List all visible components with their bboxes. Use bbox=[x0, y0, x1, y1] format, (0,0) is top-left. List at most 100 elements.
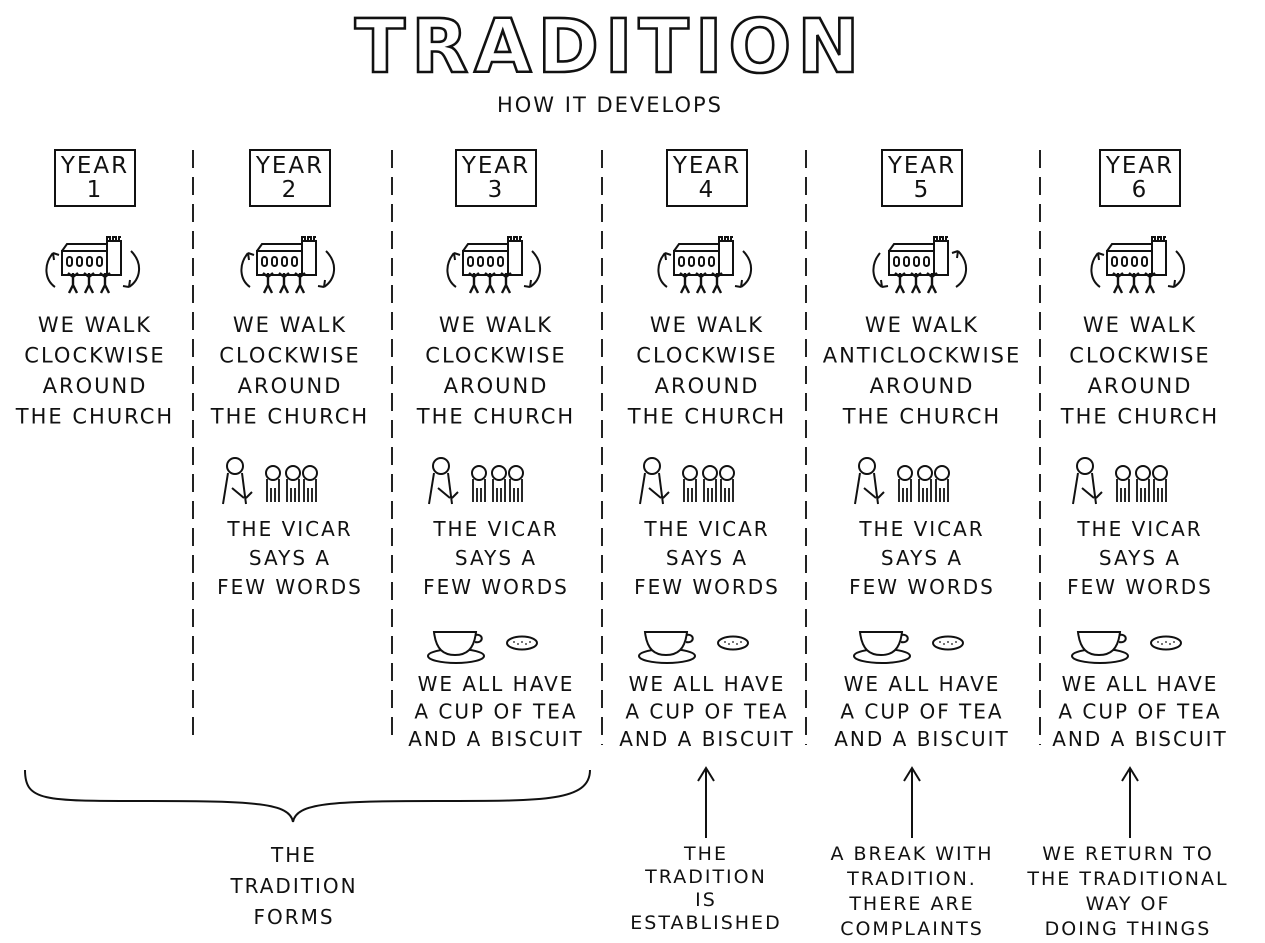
year-label-line: 1 bbox=[87, 177, 104, 203]
vicar-text-line: FEW WORDS bbox=[1067, 575, 1213, 599]
year-label-line: 5 bbox=[914, 177, 931, 203]
arrow-year-4 bbox=[698, 768, 714, 838]
annotations: THETRADITIONFORMSTHETRADITIONISESTABLISH… bbox=[25, 768, 1229, 940]
walk-text-line: THE CHURCH bbox=[1060, 405, 1219, 429]
walk-text-line: AROUND bbox=[870, 374, 975, 398]
tea-text-line: A CUP OF TEA bbox=[1058, 700, 1221, 724]
walk-text-line: CLOCKWISE bbox=[219, 344, 360, 368]
tea-text-line: A CUP OF TEA bbox=[414, 700, 577, 724]
vicar-text-line: SAYS A bbox=[881, 546, 963, 570]
year-column-3: YEAR3WE WALKCLOCKWISEAROUNDTHE CHURCHTHE… bbox=[408, 150, 583, 751]
walk-text-line: AROUND bbox=[1088, 374, 1193, 398]
column-dividers bbox=[193, 150, 1040, 745]
year-label-line: YEAR bbox=[672, 153, 741, 179]
vicar-text-line: FEW WORDS bbox=[849, 575, 995, 599]
walk-text-line: AROUND bbox=[238, 374, 343, 398]
vicar-text-line: THE VICAR bbox=[1076, 517, 1202, 541]
tea-text-line: AND A BISCUIT bbox=[834, 727, 1009, 751]
arrow-year-6 bbox=[1122, 768, 1138, 838]
tea-text: WE ALL HAVEA CUP OF TEAAND A BISCUIT bbox=[619, 672, 794, 751]
walk-text-line: WE WALK bbox=[865, 313, 979, 337]
vicar-text-line: SAYS A bbox=[666, 546, 748, 570]
annotation-break-line: TRADITION. bbox=[846, 868, 977, 890]
vicar-congregation-icon bbox=[640, 458, 734, 504]
vicar-text-line: THE VICAR bbox=[432, 517, 558, 541]
year-label-line: YEAR bbox=[60, 153, 129, 179]
walk-text-line: THE CHURCH bbox=[210, 405, 369, 429]
annotation-break-line: COMPLAINTS bbox=[840, 918, 984, 940]
walk-text-line: CLOCKWISE bbox=[425, 344, 566, 368]
tea-text-line: WE ALL HAVE bbox=[629, 672, 786, 696]
tea-biscuit-icon bbox=[428, 632, 537, 663]
tea-biscuit-icon bbox=[854, 632, 963, 663]
year-columns: YEAR1WE WALKCLOCKWISEAROUNDTHE CHURCHYEA… bbox=[15, 150, 1228, 751]
vicar-text-line: SAYS A bbox=[1099, 546, 1181, 570]
annotation-return-line: DOING THINGS bbox=[1045, 918, 1212, 940]
vicar-text-line: THE VICAR bbox=[858, 517, 984, 541]
annotation-forms: THETRADITIONFORMS bbox=[229, 843, 357, 929]
church-procession-icon bbox=[1091, 237, 1184, 293]
walk-text-line: WE WALK bbox=[233, 313, 347, 337]
brace-years-1-3 bbox=[25, 770, 590, 822]
walk-text-line: WE WALK bbox=[1083, 313, 1197, 337]
walk-text-line: AROUND bbox=[43, 374, 148, 398]
year-label-line: 2 bbox=[282, 177, 299, 203]
tea-text: WE ALL HAVE A CUP OF TEA AND A BISCUIT bbox=[1052, 672, 1227, 751]
vicar-text-line: SAYS A bbox=[455, 546, 537, 570]
church-procession-icon bbox=[447, 237, 540, 293]
walk-text-line: AROUND bbox=[444, 374, 549, 398]
year-label-line: YEAR bbox=[887, 153, 956, 179]
tea-text-line: WE ALL HAVE bbox=[1062, 672, 1219, 696]
vicar-text: THE VICAR SAYS A FEW WORDS bbox=[849, 517, 995, 599]
vicar-congregation-icon bbox=[429, 458, 523, 504]
vicar-congregation-icon bbox=[855, 458, 949, 504]
vicar-text-line: THE VICAR bbox=[643, 517, 769, 541]
year-label-line: 4 bbox=[699, 177, 716, 203]
annotation-established-line: IS bbox=[695, 889, 717, 911]
walk-text-line: AROUND bbox=[655, 374, 760, 398]
annotation-forms-line: THE bbox=[270, 843, 317, 867]
walk-text-line: CLOCKWISE bbox=[636, 344, 777, 368]
tea-biscuit-icon bbox=[639, 632, 748, 663]
walk-text-line: THE CHURCH bbox=[15, 405, 174, 429]
annotation-return-line: WE RETURN TO bbox=[1042, 843, 1214, 865]
church-procession-icon bbox=[873, 237, 966, 293]
year-label-line: YEAR bbox=[461, 153, 530, 179]
vicar-text-line: FEW WORDS bbox=[217, 575, 363, 599]
vicar-text: THE VICAR SAYS A FEW WORDS bbox=[423, 517, 569, 599]
vicar-text-line: THE VICAR bbox=[226, 517, 352, 541]
year-column-6: YEAR6WE WALKCLOCKWISEAROUNDTHE CHURCHTHE… bbox=[1052, 150, 1227, 751]
annotation-break: A BREAK WITHTRADITION.THERE ARECOMPLAINT… bbox=[830, 843, 993, 940]
vicar-congregation-icon bbox=[223, 458, 317, 504]
tea-text-line: AND A BISCUIT bbox=[408, 727, 583, 751]
walk-text-line: ANTICLOCKWISE bbox=[823, 344, 1021, 368]
vicar-congregation-icon bbox=[1073, 458, 1167, 504]
tea-text-line: A CUP OF TEA bbox=[625, 700, 788, 724]
annotation-return-line: THE TRADITIONAL bbox=[1026, 868, 1228, 890]
year-label-line: YEAR bbox=[1105, 153, 1174, 179]
walk-text-line: THE CHURCH bbox=[416, 405, 575, 429]
annotation-established-line: TRADITION bbox=[644, 866, 767, 888]
walk-text-line: WE WALK bbox=[38, 313, 152, 337]
year-column-1: YEAR1WE WALKCLOCKWISEAROUNDTHE CHURCH bbox=[15, 150, 174, 429]
arrow-year-5 bbox=[904, 768, 920, 838]
vicar-text-line: FEW WORDS bbox=[423, 575, 569, 599]
tea-text-line: AND A BISCUIT bbox=[1052, 727, 1227, 751]
walk-text-line: THE CHURCH bbox=[627, 405, 786, 429]
annotation-forms-line: FORMS bbox=[253, 905, 334, 929]
walk-text: WE WALKCLOCKWISEAROUNDTHE CHURCH bbox=[15, 313, 174, 429]
year-label-line: 3 bbox=[488, 177, 505, 203]
walk-text: WE WALK CLOCKWISE AROUND THE CHURCH bbox=[210, 313, 369, 429]
church-procession-icon bbox=[46, 237, 139, 293]
tea-biscuit-icon bbox=[1072, 632, 1181, 663]
